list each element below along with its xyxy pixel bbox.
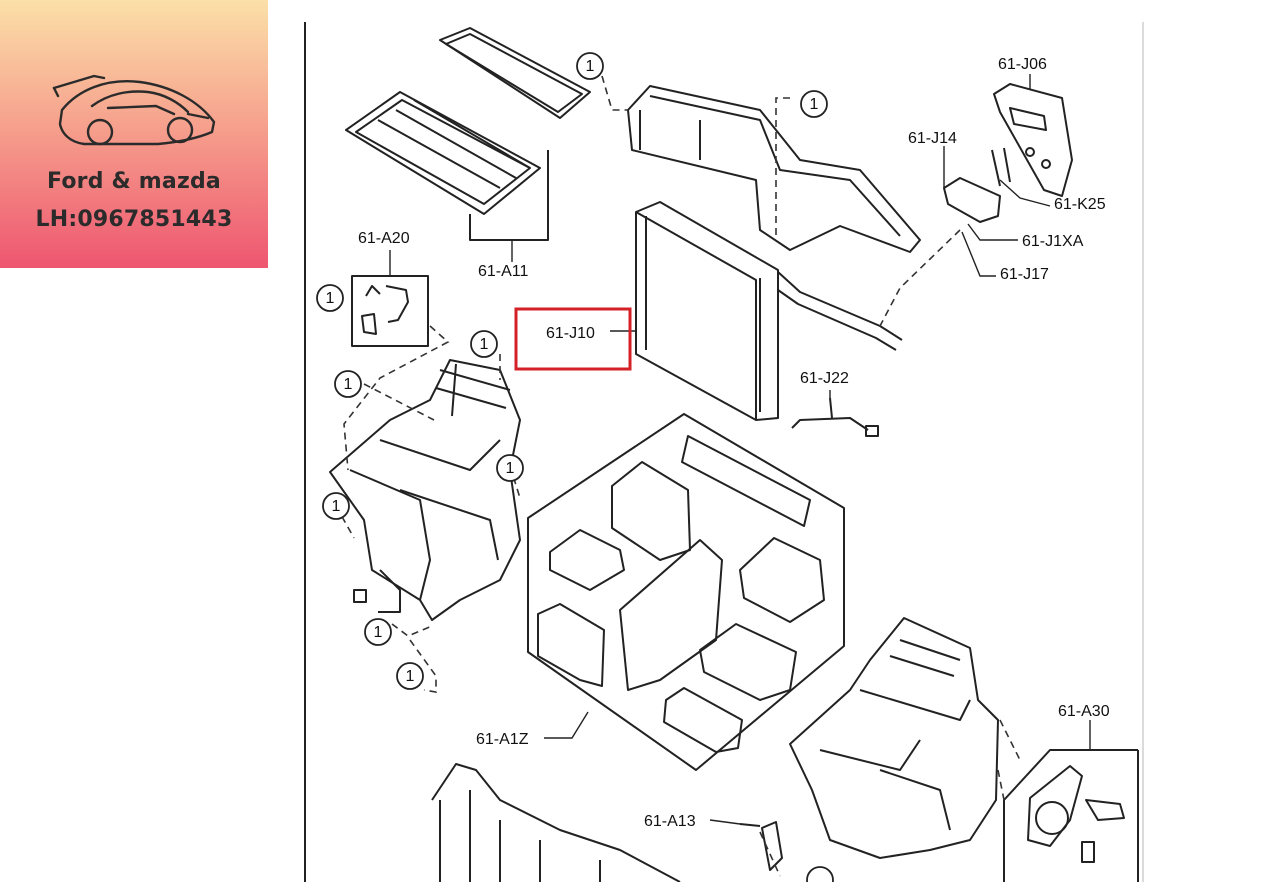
air-filter-frames [345,27,591,241]
callout-circle [316,284,344,312]
brand-panel: Ford & mazda LH:0967851443 [0,0,268,268]
callout-number: 1 [506,460,515,477]
callout-circle [576,52,604,80]
callout-number: 1 [326,290,335,307]
part-label-j1xa: 61-J1XA [1022,233,1084,250]
part-label-a1z: 61-A1Z [476,731,529,748]
callout-number: 1 [480,336,489,353]
temperature-sensor [791,397,879,437]
leader-lines [389,74,1091,825]
actuator-bracket [943,83,1073,223]
part-label-a13: 61-A13 [644,813,696,830]
part-label-j14: 61-J14 [908,130,957,147]
callout-circle [800,90,828,118]
lower-case [431,763,681,882]
evaporator-core [635,201,903,421]
callout-number: 1 [332,498,341,515]
mode-doors-set [527,413,845,771]
callout-circle [496,454,524,482]
part-labels: 61-A11 61-A20 61-J06 61-J14 61-K25 61-J1… [358,56,1110,830]
part-label-a20: 61-A20 [358,230,410,247]
part-label-j06: 61-J06 [998,56,1047,73]
callout-markers [316,52,834,882]
part-label-j22: 61-J22 [800,370,849,387]
part-label-j17: 61-J17 [1000,266,1049,283]
callout-number: 1 [810,96,819,113]
blower-motor [1003,749,1139,882]
a13-clip [739,821,783,871]
part-label-k25: 61-K25 [1054,196,1106,213]
callout-number: 1 [586,58,595,75]
upper-duct-housing [627,85,921,253]
blower-housing-left [329,359,521,621]
callout-number: 1 [374,624,383,641]
callout-circle [364,618,392,646]
highlight-box [514,307,632,371]
callout-circle [806,866,834,882]
callout-circle [334,370,362,398]
callout-circle [396,662,424,690]
callout-numbers: 1 1 1 1 1 1 1 1 1 [326,58,819,685]
part-label-j10: 61-J10 [546,325,595,342]
callout-number: 1 [406,668,415,685]
part-label-a11: 61-A11 [478,263,529,280]
brand-name: Ford & mazda [47,169,221,194]
part-label-a30: 61-A30 [1058,703,1110,720]
callout-circle [322,492,350,520]
heater-unit-housing [789,617,999,859]
sports-car-icon [52,74,216,146]
blend-door-actuator [351,275,429,347]
brand-phone: LH:0967851443 [35,207,233,232]
dashed-guides [335,75,1021,877]
callout-number: 1 [344,376,353,393]
callout-circle [470,330,498,358]
